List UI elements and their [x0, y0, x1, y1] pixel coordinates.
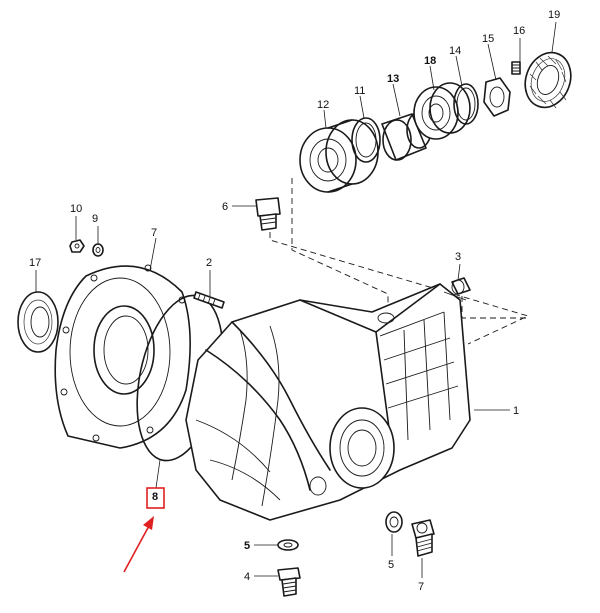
cover-flange-8 — [54, 264, 191, 449]
nut-16 — [483, 77, 511, 117]
label-part-19: 18 — [424, 55, 436, 67]
label-part-17: 16 — [513, 25, 525, 37]
seal-18 — [17, 291, 59, 353]
washer-5-right — [385, 511, 403, 533]
snap-ring-12 — [351, 117, 381, 163]
label-part-9: 8 — [152, 491, 158, 503]
label-part-16: 15 — [482, 33, 494, 45]
fill-plug-7 — [411, 519, 435, 557]
nut-11 — [69, 239, 85, 253]
label-part-20: 19 — [548, 9, 560, 21]
seal-20 — [524, 51, 572, 109]
label-part-15: 14 — [449, 45, 461, 57]
label-part-5-left: 5 — [244, 540, 250, 552]
highlight-part-9 — [123, 487, 165, 573]
part-labels: 19 16 15 14 18 13 11 12 6 10 9 7 3 17 2 … — [29, 9, 560, 593]
bearing-19 — [413, 82, 471, 140]
pin-3 — [451, 277, 471, 295]
snap-ring-15 — [453, 83, 479, 125]
label-part-6: 6 — [222, 201, 228, 213]
label-part-12: 11 — [354, 85, 365, 97]
bearing-13 — [299, 119, 379, 193]
housing-1 — [185, 283, 471, 521]
label-part-11: 10 — [70, 203, 82, 215]
label-part-5-right: 5 — [388, 559, 394, 571]
stud-17 — [511, 61, 521, 75]
label-part-8: 7 — [151, 227, 157, 239]
drain-plug-4 — [277, 567, 301, 597]
label-part-2: 2 — [206, 257, 212, 269]
washer-5-left — [277, 539, 299, 551]
label-part-14: 13 — [387, 73, 399, 85]
plug-6 — [255, 197, 281, 231]
label-part-1: 1 — [513, 405, 519, 417]
label-part-13: 12 — [317, 99, 329, 111]
label-part-10: 9 — [92, 213, 98, 225]
label-part-7: 7 — [418, 581, 424, 593]
spacer-sleeve-14 — [381, 111, 432, 161]
label-part-18: 17 — [29, 257, 41, 269]
washer-10 — [92, 243, 104, 257]
stud-2 — [193, 291, 225, 309]
label-part-4: 4 — [244, 571, 250, 583]
label-part-3: 3 — [455, 251, 461, 263]
leader-lines — [35, 21, 557, 578]
